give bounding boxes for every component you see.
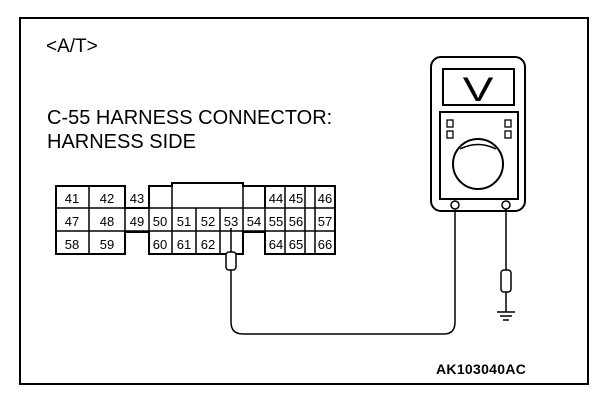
pin-60: 60 xyxy=(153,237,167,252)
pin-41: 41 xyxy=(65,191,79,206)
figure-code: AK103040AC xyxy=(436,361,527,377)
pin-65: 65 xyxy=(289,237,303,252)
connector-title-line1: C-55 HARNESS CONNECTOR: xyxy=(47,107,333,129)
pin-51: 51 xyxy=(177,214,191,229)
pin-54: 54 xyxy=(247,214,261,229)
pin-44: 44 xyxy=(269,191,283,206)
pin-61: 61 xyxy=(177,237,191,252)
pin-55: 55 xyxy=(269,214,283,229)
pin-66: 66 xyxy=(318,237,332,252)
pin-45: 45 xyxy=(289,191,303,206)
pin-47: 47 xyxy=(65,214,79,229)
pin-62: 62 xyxy=(201,237,215,252)
pin-42: 42 xyxy=(100,191,114,206)
pin-labels: 41 42 43 44 45 46 47 48 49 50 51 52 53 5… xyxy=(65,191,332,252)
pin-58: 58 xyxy=(65,237,79,252)
pin-64: 64 xyxy=(269,237,283,252)
probe-lead-wire xyxy=(230,208,456,335)
ground-lead xyxy=(500,209,512,312)
pin-57: 57 xyxy=(318,214,332,229)
connector-title-line2: HARNESS SIDE xyxy=(47,131,196,153)
pin-52: 52 xyxy=(201,214,215,229)
pin-56: 56 xyxy=(289,214,303,229)
pin-48: 48 xyxy=(100,214,114,229)
ground-icon xyxy=(497,311,515,321)
connector-grid xyxy=(56,183,335,254)
voltmeter: V xyxy=(430,56,526,212)
pin-59: 59 xyxy=(100,237,114,252)
meter-dial xyxy=(452,138,504,190)
meter-terminal-left xyxy=(450,200,460,210)
pin-53: 53 xyxy=(224,214,238,229)
meter-terminal-right xyxy=(501,200,511,210)
pin-49: 49 xyxy=(130,214,144,229)
meter-display-symbol: V xyxy=(463,70,494,109)
diagram-frame xyxy=(19,17,589,385)
variant-label: <A/T> xyxy=(46,36,98,57)
pin-50: 50 xyxy=(153,214,167,229)
pin-43: 43 xyxy=(130,191,144,206)
test-probe xyxy=(225,228,237,322)
pin-46: 46 xyxy=(318,191,332,206)
